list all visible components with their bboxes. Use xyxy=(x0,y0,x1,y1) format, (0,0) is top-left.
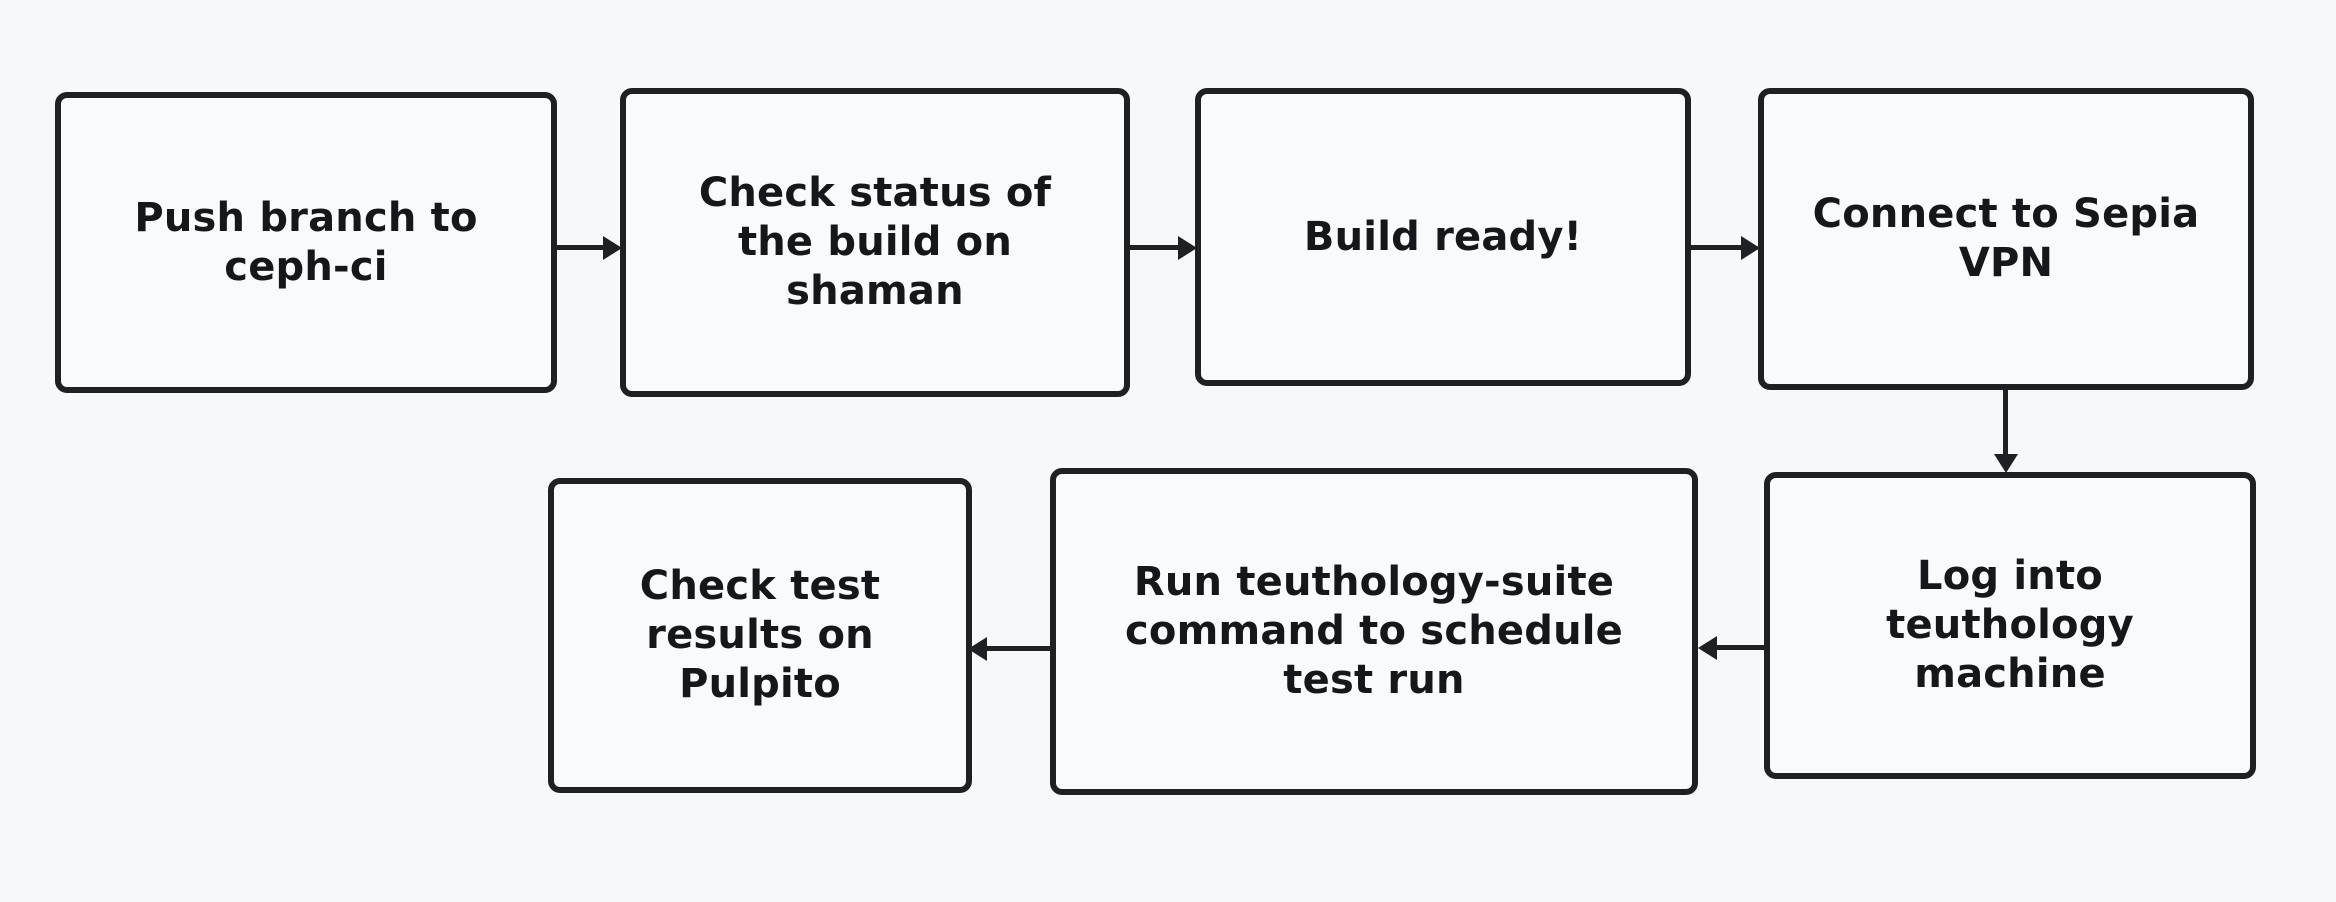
arrowhead-right-icon xyxy=(603,236,622,260)
flow-node-label: Log into teuthology machine xyxy=(1886,553,2134,697)
flow-node-run-teuthology-suite[interactable]: Run teuthology-suite command to schedule… xyxy=(1050,468,1698,795)
edge-line xyxy=(1714,645,1766,650)
flow-edge-log-teuthology-to-run-suite xyxy=(1698,636,1766,660)
flow-node-label: Push branch to ceph-ci xyxy=(134,194,478,290)
flow-edge-push-branch-to-check-build xyxy=(553,236,623,260)
arrowhead-left-icon xyxy=(1698,636,1717,660)
edge-line xyxy=(1126,245,1180,250)
flow-node-check-test-results[interactable]: Check test results on Pulpito xyxy=(548,478,972,793)
flow-edge-run-suite-to-check-results xyxy=(968,637,1054,661)
edge-line xyxy=(986,646,1054,651)
arrowhead-down-icon xyxy=(1994,454,2018,473)
edge-line xyxy=(553,245,605,250)
flow-node-push-branch[interactable]: Push branch to ceph-ci xyxy=(55,92,557,393)
flow-node-log-into-teuthology-machine[interactable]: Log into teuthology machine xyxy=(1764,472,2256,779)
flow-node-label: Check status of the build on shaman xyxy=(698,170,1052,314)
edge-line xyxy=(2003,390,2008,456)
arrowhead-left-icon xyxy=(968,637,987,661)
flow-edge-connect-vpn-to-log-teuthology xyxy=(1994,390,2018,475)
flow-node-check-build[interactable]: Check status of the build on shaman xyxy=(620,88,1130,397)
flow-node-label: Check test results on Pulpito xyxy=(639,563,881,707)
arrowhead-right-icon xyxy=(1178,236,1197,260)
arrowhead-right-icon xyxy=(1741,236,1760,260)
flow-node-label: Build ready! xyxy=(1303,213,1583,260)
flow-edge-check-build-to-build-ready xyxy=(1126,236,1198,260)
flow-node-connect-vpn[interactable]: Connect to Sepia VPN xyxy=(1758,88,2254,390)
flow-node-build-ready[interactable]: Build ready! xyxy=(1195,88,1691,386)
flow-node-label: Connect to Sepia VPN xyxy=(1812,191,2200,286)
edge-line xyxy=(1688,245,1743,250)
flow-edge-build-ready-to-connect-vpn xyxy=(1688,236,1761,260)
flow-node-label: Run teuthology-suite command to schedule… xyxy=(1125,559,1623,703)
